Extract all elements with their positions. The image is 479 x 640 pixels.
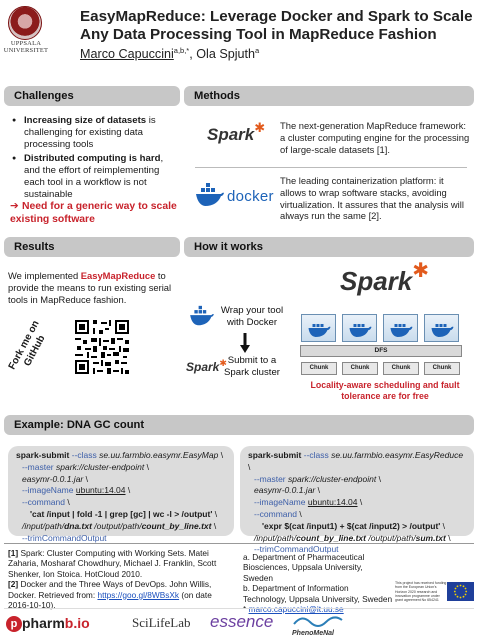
- list-item: Increasing size of datasets is challengi…: [10, 115, 178, 151]
- uppsala-seal-logo: [8, 6, 42, 40]
- code-line: /input/path/dna.txt /output/path/count_b…: [22, 520, 217, 531]
- list-item: Distributed computing is hard, and the e…: [10, 153, 178, 201]
- poster-title: EasyMapReduce: Leverage Docker and Spark…: [80, 8, 473, 43]
- divider: [4, 543, 474, 544]
- essence-logo: essence: [210, 612, 274, 631]
- code-line: 'expr $(cat /input1) + $(cat /input2) > …: [262, 520, 446, 531]
- references: [1] Spark: Cluster Computing with Workin…: [8, 548, 232, 610]
- code-line: --command \: [22, 497, 70, 508]
- code-line: --trimCommandOutput: [254, 544, 339, 555]
- author-2: Ola Spjuth: [196, 47, 256, 62]
- scilifelab-logo: SciLifeLab: [132, 615, 191, 630]
- code-line: spark-submit --class se.uu.farmbio.easym…: [16, 450, 224, 460]
- spark-star-icon: ✱: [254, 120, 266, 135]
- docker-logo: docker: [195, 182, 275, 210]
- code-line: spark-submit --class se.uu.farmbio.easym…: [248, 450, 464, 472]
- section-methods: Methods: [184, 86, 474, 106]
- spark-logo: Spark✱: [207, 120, 266, 144]
- affiliation-a: a. Department of Pharmaceutical Bioscien…: [243, 552, 365, 583]
- phenomenal-wave-icon: [293, 616, 343, 627]
- need-statement: ➔Need for a generic way to scale existin…: [10, 201, 177, 225]
- section-how-it-works: How it works: [184, 237, 474, 257]
- email-link[interactable]: marco.capuccini@it.uu.se: [248, 604, 344, 615]
- chunk-block: Chunk: [301, 362, 337, 375]
- code-line: --master spark://cluster-endpoint \: [22, 461, 149, 472]
- affiliation-b: b. Department of Information Technology,…: [243, 583, 393, 604]
- code-block-reduce: spark-submit --class se.uu.farmbio.easym…: [240, 446, 474, 554]
- fork-me-label: Fork me on GitHub: [6, 318, 48, 372]
- section-challenges: Challenges: [4, 86, 180, 106]
- spark-star-icon: ✱: [219, 358, 227, 368]
- reference-2: [2] Docker and the Three Ways of DevOps.…: [8, 579, 212, 611]
- docker-whale-icon: [186, 305, 218, 327]
- cluster-node: [301, 314, 336, 342]
- results-text: We implemented EasyMapReduce to provide …: [8, 270, 172, 305]
- code-line: easymr-0.0.1.jar \: [254, 485, 320, 496]
- locality-note: Locality-aware scheduling and fault tole…: [310, 380, 460, 401]
- section-example: Example: DNA GC count: [4, 415, 474, 435]
- divider: [195, 167, 467, 168]
- docker-description: The leading containerization platform: i…: [280, 175, 464, 222]
- cluster-node: [424, 314, 459, 342]
- chunk-block: Chunk: [424, 362, 460, 375]
- arrow-right-icon: ➔: [10, 201, 19, 212]
- contact-email: * marco.capuccini@it.uu.se: [243, 604, 344, 615]
- affiliations: a. Department of Pharmaceutical Bioscien…: [243, 552, 393, 614]
- spark-logo-large: Spark✱: [340, 260, 430, 296]
- dfs-bar: DFS: [300, 345, 462, 357]
- author-1: Marco Capuccini: [80, 47, 174, 62]
- spark-star-icon: ✱: [412, 260, 430, 282]
- submit-cluster-text: Submit to a Spark cluster: [224, 355, 280, 378]
- code-line: easymr-0.0.1.jar \: [22, 473, 88, 484]
- author-2-affil: a: [255, 46, 260, 55]
- code-block-map: spark-submit --class se.uu.farmbio.easym…: [8, 446, 234, 543]
- code-line: /input/path/count_by_line.txt /output/pa…: [254, 532, 451, 543]
- pharmbio-mark-icon: p: [6, 616, 22, 633]
- reference-1: [1] Spark: Cluster Computing with Workin…: [8, 548, 217, 579]
- cluster-node: [383, 314, 418, 342]
- author-1-affil: a,b,*: [173, 46, 190, 55]
- code-line: --imageName ubuntu:14.04 \: [22, 485, 131, 496]
- wrap-tool-text: Wrap your tool with Docker: [220, 305, 284, 328]
- eu-flag-icon: [447, 582, 474, 601]
- challenges-list: Increasing size of datasets is challengi…: [10, 115, 178, 203]
- spark-description: The next-generation MapReduce framework:…: [280, 120, 470, 155]
- code-line: --command \: [254, 508, 302, 519]
- university-name: UPPSALA UNIVERSITET: [3, 40, 49, 54]
- code-line: --trimCommandOutput: [22, 532, 107, 543]
- arrow-down-icon: [240, 333, 250, 353]
- cluster-node: [342, 314, 377, 342]
- docker-whale-icon: [196, 183, 224, 206]
- spark-logo-small: Spark✱: [186, 358, 227, 374]
- phenomenal-logo: PhenoMeNal: [292, 614, 348, 637]
- authors: Marco Capuccinia,b,*, Ola Spjutha: [80, 46, 260, 62]
- reference-link[interactable]: https://goo.gl/8WBsXk: [97, 589, 180, 600]
- divider: [4, 608, 474, 609]
- github-qr-code[interactable]: [73, 318, 131, 376]
- eu-funding-text: This project has received funding from t…: [395, 581, 447, 603]
- chunk-block: Chunk: [383, 362, 419, 375]
- chunk-block: Chunk: [342, 362, 378, 375]
- code-line: --imageName ubuntu:14.04 \: [254, 497, 363, 508]
- code-line: 'cat /input | fold -1 | grep [gc] | wc -…: [30, 508, 218, 519]
- code-line: --master spark://cluster-endpoint \: [254, 473, 381, 484]
- section-results: Results: [4, 237, 180, 257]
